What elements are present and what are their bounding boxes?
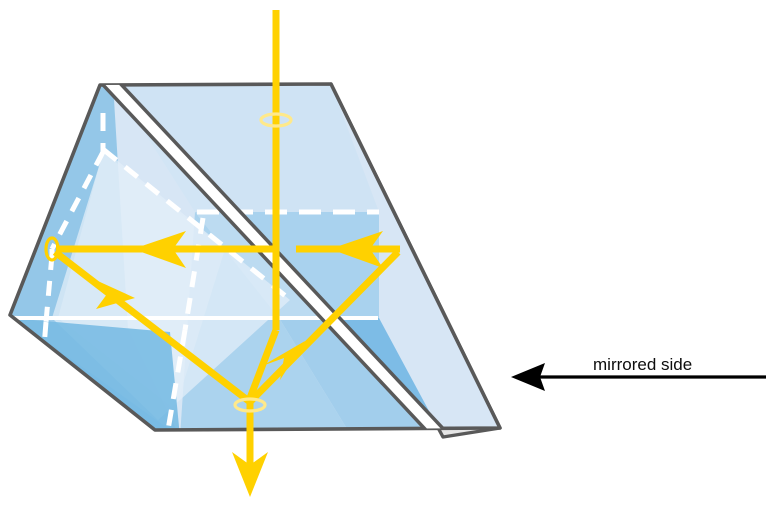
- prism-outline: [8, 82, 502, 432]
- face-top-upper: [113, 84, 379, 212]
- ray-center-kink: [246, 328, 280, 400]
- hidden-edge-apex-to-center: [102, 148, 295, 304]
- ray-diagonal-up: [247, 249, 401, 405]
- arrowhead-output-bottom: [232, 452, 268, 497]
- arrowhead-diagonal-down: [89, 277, 135, 309]
- hidden-edge-center-down2: [165, 329, 188, 430]
- mirrored-side-arrowhead: [511, 363, 545, 391]
- polarization-ellipse-top: [259, 112, 293, 128]
- hidden-edge-left-down: [43, 254, 55, 323]
- arrowhead-left-outer: [133, 231, 186, 268]
- ray-arrowheads: [89, 231, 383, 497]
- arrowhead-left-inner: [330, 231, 383, 268]
- polarization-markers: [44, 112, 293, 413]
- arrowhead-diagonal-up: [262, 341, 305, 380]
- hidden-edge-center-down: [182, 217, 206, 331]
- polarization-ellipse-left: [44, 236, 60, 262]
- mirrored-side-annotation: mirrored side: [511, 355, 766, 391]
- hidden-edge-apex-to-left: [49, 150, 106, 251]
- face-right-lower: [279, 318, 443, 430]
- mirrored-side-label: mirrored side: [593, 355, 692, 374]
- ray-diagonal-down: [52, 249, 253, 405]
- polarization-ellipse-bottom: [233, 397, 267, 413]
